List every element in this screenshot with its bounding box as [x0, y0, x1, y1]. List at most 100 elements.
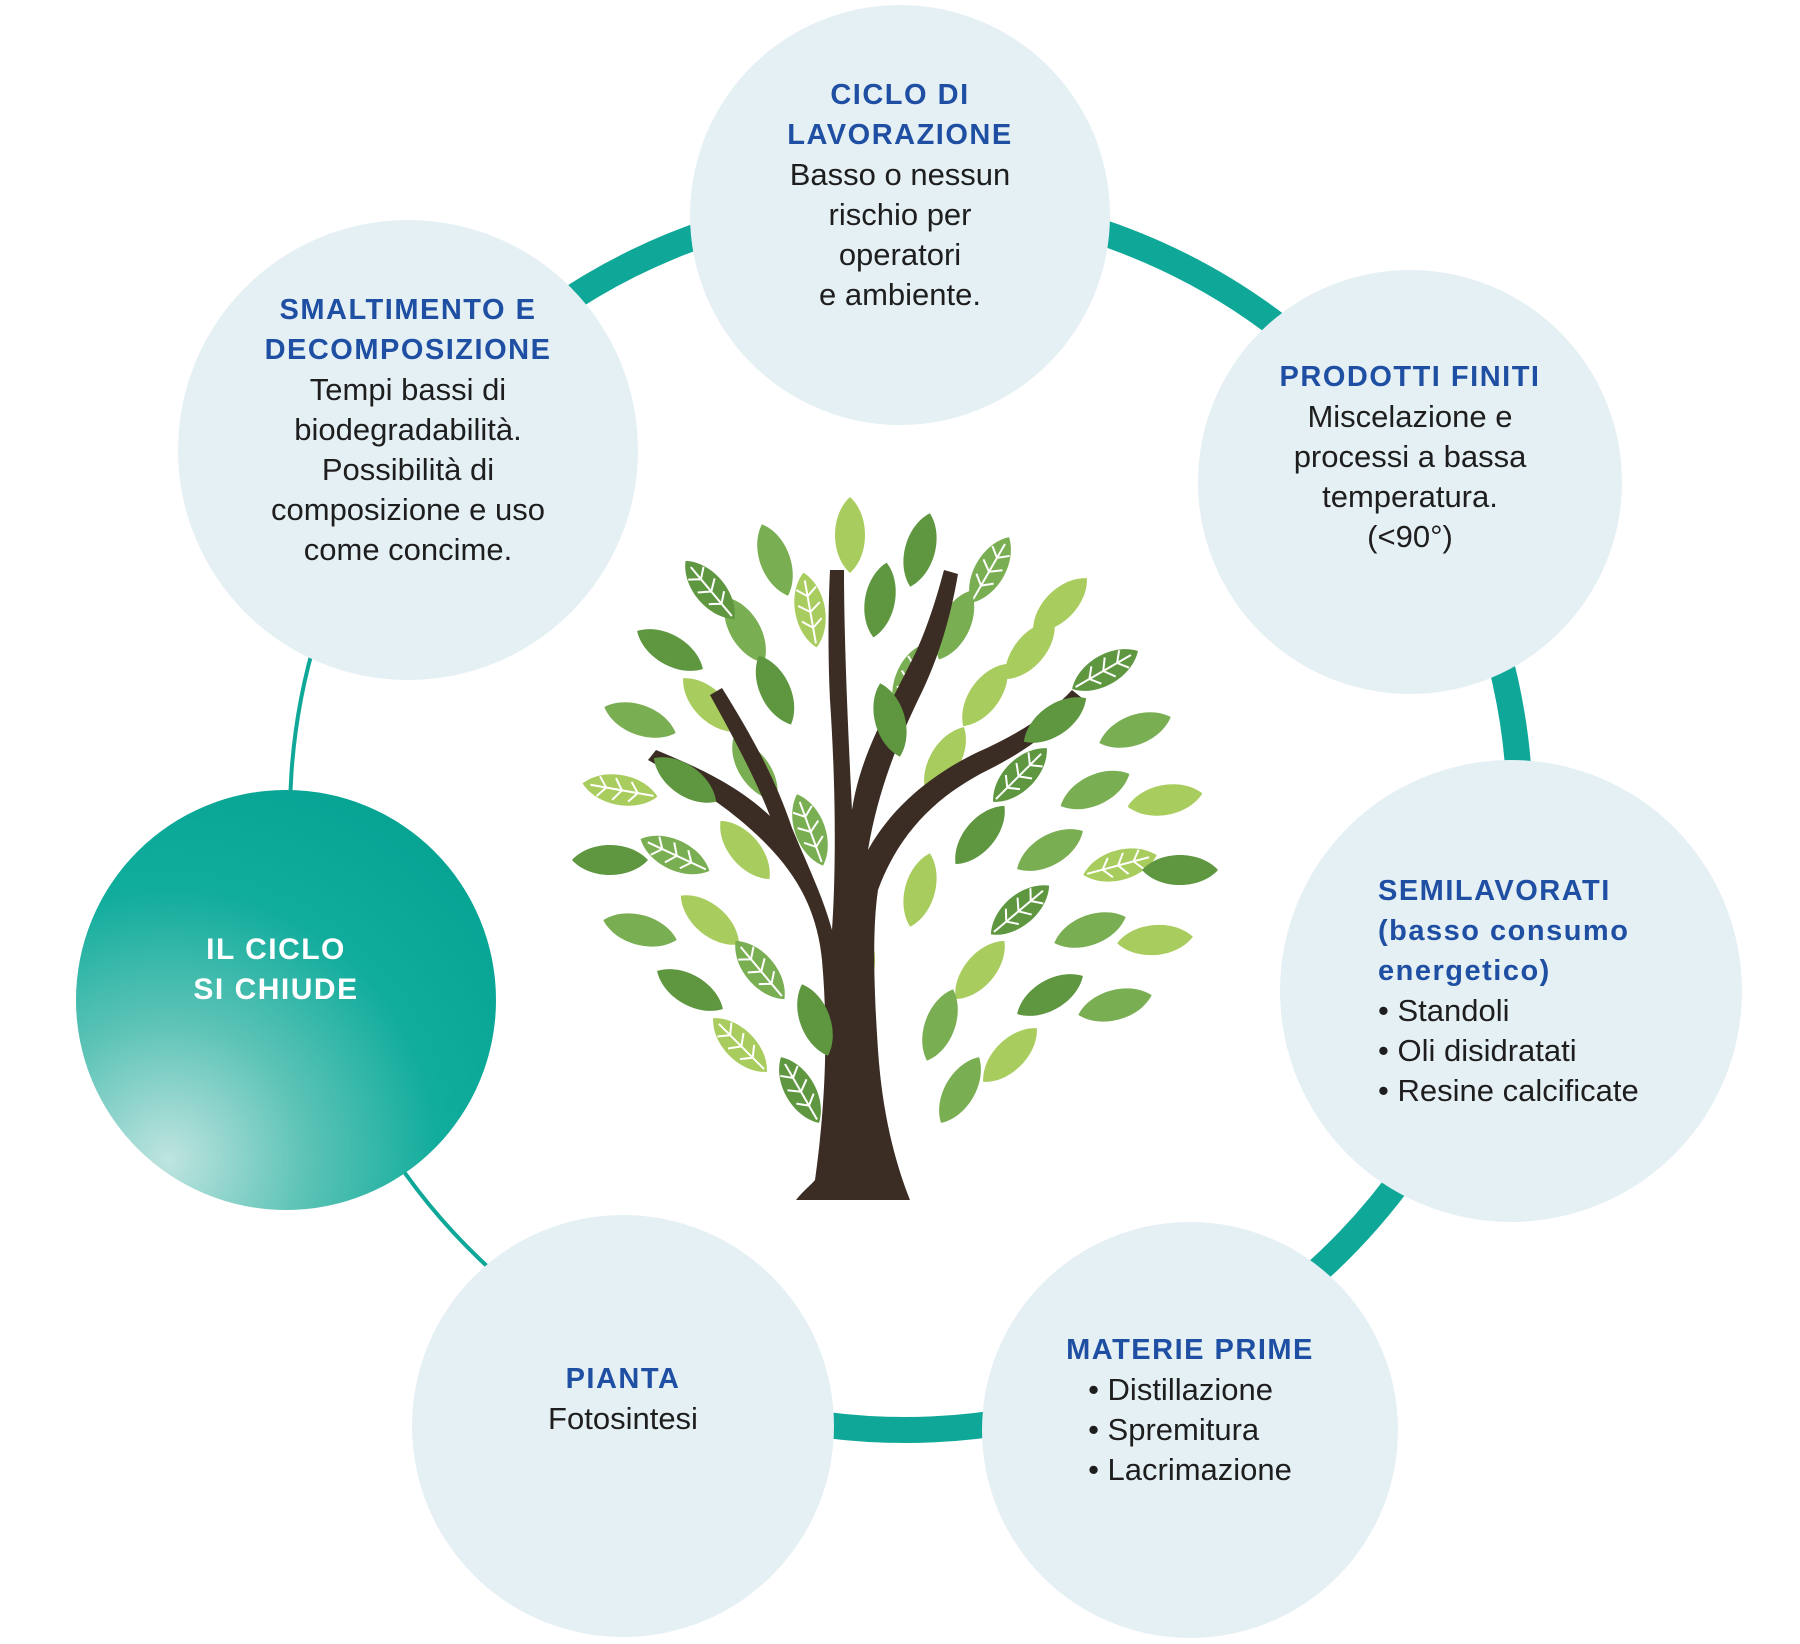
smaltimento-body-line: Tempi bassi di	[309, 372, 507, 407]
leaf	[1060, 770, 1130, 810]
ciclo-body: Basso o nessun rischio per operatori e a…	[790, 155, 1011, 315]
leaf	[755, 655, 795, 725]
leaf	[779, 1057, 821, 1123]
semilavorati-title-line: SEMILAVORATI	[1378, 875, 1611, 907]
leaf	[1005, 620, 1055, 680]
leaf	[993, 748, 1047, 802]
leaf	[903, 853, 937, 927]
leaf	[1127, 784, 1203, 816]
leaf	[962, 663, 1008, 727]
pianta-body: Fotosintesi	[548, 1399, 698, 1439]
materie-bullet: • Lacrimazione	[1088, 1452, 1292, 1487]
node-ciclo-di-lavorazione: CICLO DI LAVORAZIONE Basso o nessun risc…	[690, 5, 1110, 425]
leaf	[792, 794, 828, 866]
leaf	[757, 524, 793, 596]
leaf	[720, 820, 770, 880]
pianta-title: PIANTA	[566, 1359, 681, 1399]
pianta-title-line: PIANTA	[565, 1362, 681, 1395]
semilavorati-title-line: (basso consumo	[1378, 915, 1630, 947]
leaf	[835, 497, 865, 573]
leaf	[603, 913, 677, 947]
semilavorati-title: SEMILAVORATI (basso consumo energetico)	[1378, 871, 1629, 991]
node-il-ciclo-si-chiude: IL CICLO SI CHIUDE	[76, 790, 496, 1210]
leaf	[640, 835, 710, 875]
leaf	[657, 969, 723, 1011]
leaf	[1117, 924, 1193, 956]
leaf	[935, 590, 975, 660]
materie-bullet: • Spremitura	[1088, 1412, 1260, 1447]
materie-bullets: • Distillazione • Spremitura • Lacrimazi…	[1088, 1370, 1292, 1490]
leaf	[990, 885, 1050, 935]
leaf	[794, 572, 826, 648]
smaltimento-body-line: composizione e uso	[271, 492, 545, 527]
semilavorati-bullet: • Standoli	[1378, 993, 1510, 1028]
leaf	[924, 727, 966, 793]
leaf	[604, 702, 676, 738]
leaf	[653, 757, 717, 803]
materie-title: MATERIE PRIME	[1066, 1330, 1314, 1370]
leaf	[685, 560, 735, 620]
leaf	[1023, 697, 1087, 743]
prodotti-body-line: temperatura.	[1322, 479, 1498, 514]
ciclo-body-line: operatori	[838, 237, 962, 272]
chiude-title: IL CICLO SI CHIUDE	[193, 930, 358, 1010]
leaf	[1142, 855, 1218, 885]
ciclo-body-line: e ambiente.	[819, 277, 981, 312]
leaf	[797, 984, 833, 1056]
ciclo-title-line: LAVORAZIONE	[787, 119, 1013, 151]
leaf	[1078, 988, 1152, 1022]
leaf	[582, 774, 658, 806]
semilavorati-bullets: • Standoli • Oli disidratati • Resine ca…	[1378, 991, 1639, 1111]
leaf	[983, 1028, 1037, 1082]
leaf	[1033, 578, 1087, 632]
smaltimento-body-line: biodegradabilità.	[294, 412, 522, 447]
leaf	[1054, 912, 1126, 948]
leaf	[1017, 829, 1083, 871]
tree-with-leaves-icon	[572, 497, 1218, 1200]
prodotti-body-line: processi a bassa	[1293, 439, 1527, 474]
materie-title-line: MATERIE PRIME	[1066, 1334, 1314, 1366]
leaf	[713, 1018, 767, 1072]
node-pianta: PIANTA Fotosintesi	[412, 1215, 834, 1637]
leaf	[572, 845, 648, 875]
materie-bullet: • Distillazione	[1088, 1372, 1273, 1407]
leaf	[1017, 974, 1083, 1016]
prodotti-title-line: PRODOTTI FINITI	[1279, 361, 1541, 393]
prodotti-body-line: Miscelazione e	[1307, 399, 1513, 434]
leaf	[955, 940, 1005, 1000]
ciclo-body-line: rischio per	[828, 197, 972, 232]
semilavorati-bullet: • Resine calcificate	[1378, 1073, 1639, 1108]
semilavorati-title-line: energetico)	[1378, 955, 1551, 987]
leaf	[873, 683, 907, 757]
leaf	[969, 537, 1011, 603]
semilavorati-bullet: • Oli disidratati	[1378, 1033, 1577, 1068]
pianta-body-line: Fotosintesi	[548, 1400, 698, 1436]
leaf	[680, 895, 740, 945]
ciclo-body-line: Basso o nessun	[789, 157, 1011, 192]
tree-trunk	[648, 570, 1082, 1200]
chiude-title-line: IL CICLO	[206, 933, 346, 966]
ciclo-title-line: CICLO DI	[830, 79, 970, 111]
chiude-title-line: SI CHIUDE	[193, 973, 359, 1006]
node-smaltimento-e-decomposizione: SMALTIMENTO E DECOMPOSIZIONE Tempi bassi…	[178, 220, 638, 680]
prodotti-body-line: (<90°)	[1367, 519, 1453, 554]
node-materie-prime: MATERIE PRIME • Distillazione • Spremitu…	[982, 1222, 1398, 1638]
prodotti-title: PRODOTTI FINITI	[1280, 357, 1541, 397]
leaf	[939, 1057, 981, 1123]
node-prodotti-finiti: PRODOTTI FINITI Miscelazione e processi …	[1198, 270, 1622, 694]
smaltimento-body-line: come concime.	[303, 532, 513, 567]
leaf	[922, 989, 958, 1061]
leaf	[864, 562, 896, 638]
node-semilavorati: SEMILAVORATI (basso consumo energetico) …	[1280, 760, 1742, 1222]
prodotti-body: Miscelazione e processi a bassa temperat…	[1294, 397, 1527, 557]
leaf	[735, 940, 785, 1000]
leaf	[637, 629, 703, 671]
smaltimento-title-line: DECOMPOSIZIONE	[264, 334, 552, 366]
smaltimento-title-line: SMALTIMENTO E	[279, 294, 537, 326]
smaltimento-title: SMALTIMENTO E DECOMPOSIZIONE	[265, 290, 552, 370]
leaf	[903, 513, 937, 587]
ciclo-title: CICLO DI LAVORAZIONE	[787, 75, 1012, 155]
leaf	[1099, 712, 1171, 748]
leaf	[1072, 649, 1138, 691]
smaltimento-body-line: Possibilità di	[321, 452, 495, 487]
